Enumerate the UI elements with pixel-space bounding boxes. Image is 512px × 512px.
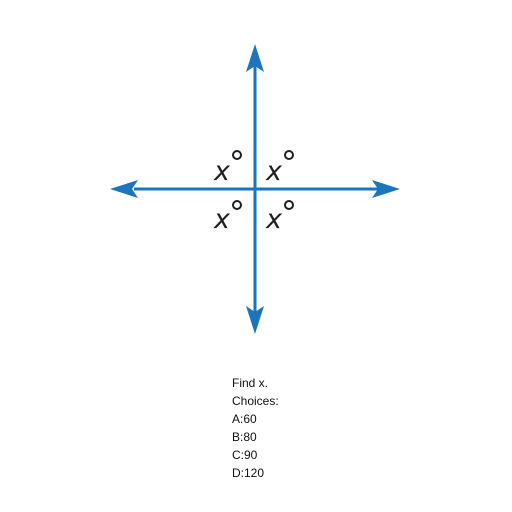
choice-d: D:120 [232, 466, 265, 480]
angle-label-bottom-right: x [265, 204, 283, 235]
angle-label-bottom-left: x [213, 204, 231, 235]
degree-symbol-top-left [232, 150, 242, 160]
arrowhead-right [372, 180, 400, 198]
choice-b: B:80 [232, 430, 257, 444]
choice-a: A:60 [232, 412, 257, 426]
degree-symbol-bottom-left [232, 200, 242, 210]
angle-label-top-right: x [265, 156, 283, 187]
degree-symbol-top-right [284, 150, 294, 160]
choice-c: C:90 [232, 448, 258, 462]
perpendicular-lines-diagram: x x x x [110, 44, 400, 334]
degree-symbol-bottom-right [284, 200, 294, 210]
question-block: Find x. Choices: A:60 B:80 C:90 D:120 [232, 374, 279, 482]
arrowhead-up [246, 44, 264, 72]
choices-label: Choices: [232, 394, 279, 408]
angle-label-top-left: x [213, 156, 231, 187]
arrowhead-left [110, 180, 138, 198]
arrowhead-down [246, 306, 264, 334]
question-prompt: Find x. [232, 376, 269, 390]
